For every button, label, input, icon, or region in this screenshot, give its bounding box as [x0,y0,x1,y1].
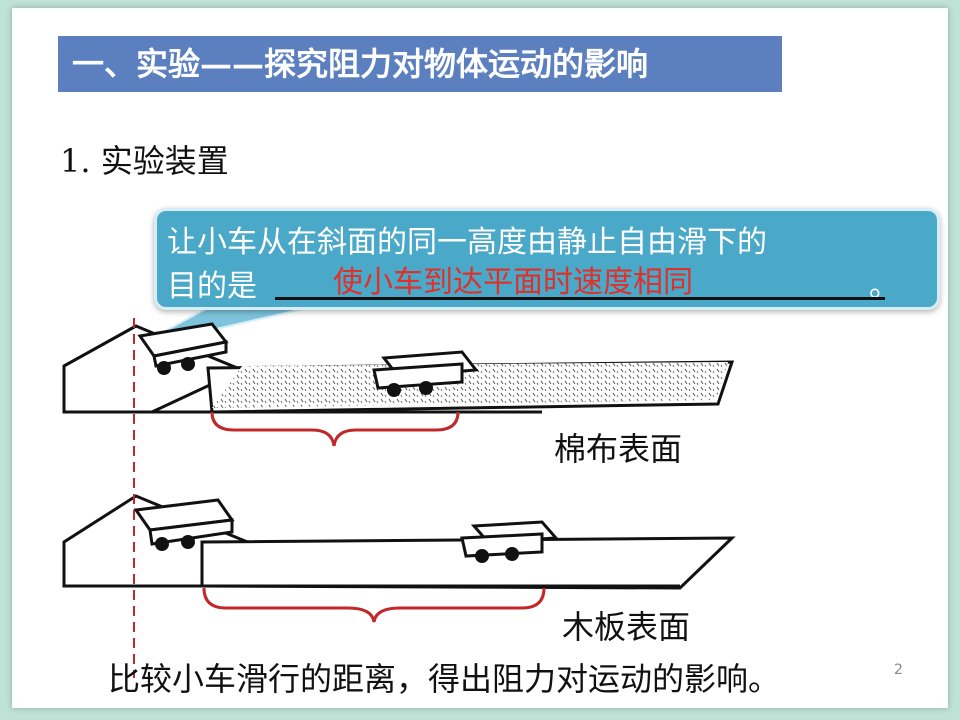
label-cotton-surface: 棉布表面 [554,430,683,468]
conclusion-text: 比较小车滑行的距离，得出阻力对运动的影响。 [108,660,781,698]
cotton-setup [62,322,735,414]
apparatus-drawing [62,299,736,678]
question-callout: 让小车从在斜面的同一高度由静止自由滑下的 目的是。 使小车到达平面时速度相同 [154,208,940,310]
callout-prefix: 目的是 [167,269,257,304]
label-wood-surface: 木板表面 [562,608,691,646]
section-heading: 1. 实验装置 [60,142,229,180]
callout-question-line1: 让小车从在斜面的同一高度由静止自由滑下的 [167,225,767,260]
cotton-texture [212,362,728,408]
page-number: 2 [894,662,903,678]
brace-cotton [210,411,460,447]
slide-title: 一、实验——探究阻力对物体运动的影响 [58,36,782,92]
answer-text: 使小车到达平面时速度相同 [333,265,693,300]
wood-setup [62,494,736,590]
answer-blank-line [275,297,885,300]
slide: 一、实验——探究阻力对物体运动的影响 1. 实验装置 [12,8,948,708]
brace-wood [202,587,546,623]
